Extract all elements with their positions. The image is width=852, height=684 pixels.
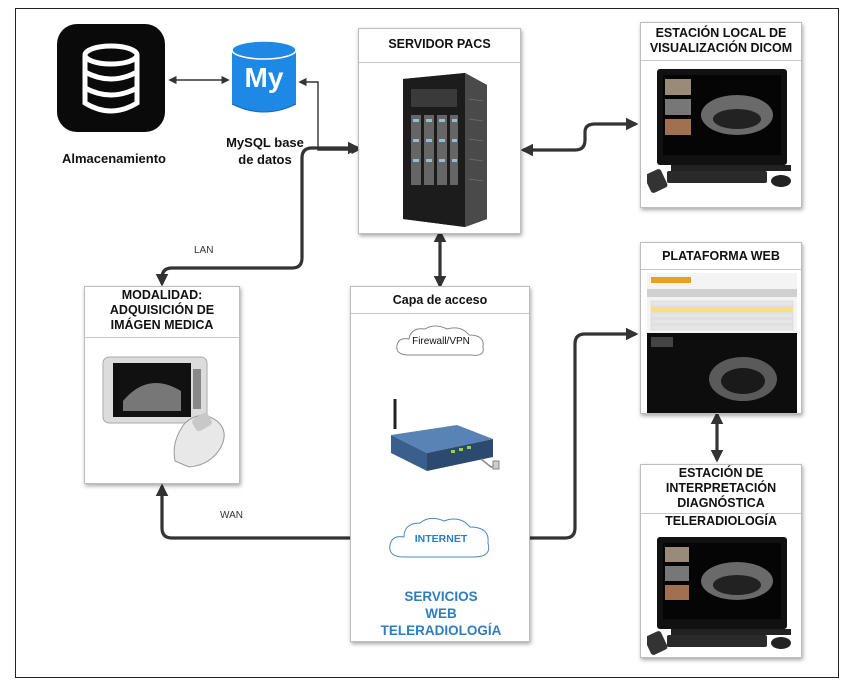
access-layer-title: Capa de acceso bbox=[392, 293, 488, 307]
lan-link bbox=[155, 141, 361, 287]
pacs-title: SERVIDOR PACS bbox=[388, 37, 491, 51]
services-line2: WEB bbox=[425, 606, 457, 621]
server-icon bbox=[403, 73, 487, 227]
services-line1: SERVICIOS bbox=[404, 589, 478, 604]
pacs-local-station-link bbox=[520, 117, 639, 157]
mysql-label-line2: de datos bbox=[238, 152, 292, 167]
web-platform-title: PLATAFORMA WEB bbox=[662, 249, 780, 263]
firewall-label: Firewall/VPN bbox=[412, 336, 470, 347]
web-platform-screenshot-icon bbox=[647, 273, 797, 413]
database-icon bbox=[57, 24, 165, 132]
modality-title-line3: IMÁGEN MEDICA bbox=[110, 318, 214, 332]
diagnostic-monitor-icon bbox=[647, 537, 791, 655]
ultrasound-device-icon bbox=[102, 356, 225, 468]
internet-web-link bbox=[499, 327, 639, 545]
wan-label: WAN bbox=[220, 510, 243, 521]
mysql-node: My bbox=[228, 38, 300, 118]
interpretation-title-line4: TELERADIOLOGÍA bbox=[665, 514, 777, 528]
interpretation-title-line3: DIAGNÓSTICA bbox=[677, 496, 765, 510]
modality-box: MODALIDAD: ADQUISICIÓN DE IMÁGEN MEDICA bbox=[84, 286, 240, 484]
storage-label: Almacenamiento bbox=[61, 151, 167, 166]
interpretation-box: ESTACIÓN DE INTERPRETACIÓN DIAGNÓSTICA T… bbox=[640, 464, 802, 658]
modality-title-line1: MODALIDAD: bbox=[121, 288, 203, 302]
modality-title-line2: ADQUISICIÓN DE bbox=[109, 303, 215, 317]
mysql-db-icon bbox=[231, 40, 297, 113]
internet-cloud-icon bbox=[389, 517, 490, 558]
storage-node bbox=[55, 22, 167, 134]
mysql-logo-text: My bbox=[244, 62, 284, 93]
local-station-title-line2: VISUALIZACIÓN DICOM bbox=[649, 41, 793, 55]
firewall-cloud-icon bbox=[396, 325, 484, 356]
access-layer-box: Capa de acceso Firewall/VPN INTERNET SER… bbox=[350, 286, 530, 642]
local-station-box: ESTACIÓN LOCAL DE VISUALIZACIÓN DICOM bbox=[640, 22, 802, 208]
local-station-title-line1: ESTACIÓN LOCAL DE bbox=[655, 26, 787, 40]
pacs-server-box: SERVIDOR PACS bbox=[358, 28, 521, 234]
lan-label: LAN bbox=[194, 245, 214, 256]
mysql-label-line1: MySQL base bbox=[226, 135, 304, 150]
services-line3: TELERADIOLOGÍA bbox=[380, 623, 502, 638]
diagram-frame bbox=[15, 8, 839, 678]
interpretation-title-line2: INTERPRETACIÓN bbox=[665, 481, 777, 495]
internet-label: INTERNET bbox=[414, 533, 468, 545]
workstation-monitor-icon bbox=[647, 69, 791, 193]
interpretation-title-line1: ESTACIÓN DE bbox=[678, 466, 764, 480]
router-icon bbox=[391, 399, 500, 471]
web-platform-box: PLATAFORMA WEB bbox=[640, 242, 802, 414]
wan-link bbox=[155, 483, 387, 545]
